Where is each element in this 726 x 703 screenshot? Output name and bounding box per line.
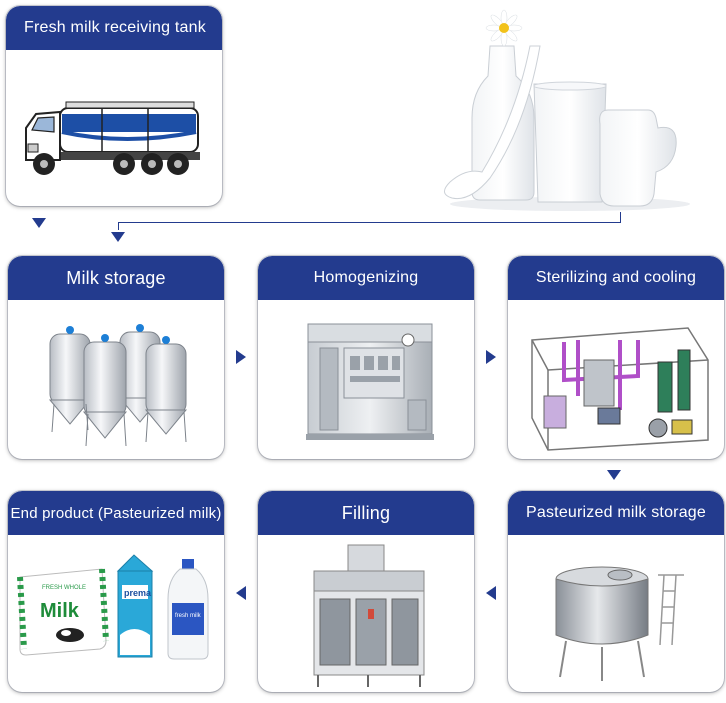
step-title: Milk storage (8, 256, 224, 300)
milk-products-image: FRESH WHOLE Milk prema fresh milk (8, 535, 224, 692)
step-milk-storage: Milk storage (8, 256, 224, 459)
step-title: End product (Pasteurized milk) (8, 491, 224, 535)
arrow-down-icon (111, 232, 125, 242)
arrow-right-icon (486, 350, 496, 364)
filling-machine-image (258, 535, 474, 692)
return-connector-drop (118, 222, 119, 230)
arrow-left-icon (236, 586, 246, 600)
bottle-brand-label: fresh milk (175, 613, 202, 619)
step-end-product: End product (Pasteurized milk) FRESH WHO… (8, 491, 224, 692)
homogenizer-image (258, 300, 474, 459)
carton-brand-label: prema (124, 588, 152, 598)
arrow-down-icon (607, 470, 621, 480)
step-title: Filling (258, 491, 474, 535)
step-filling: Filling (258, 491, 474, 692)
pouch-brand-label: Milk (40, 600, 80, 622)
step-pasteurized-milk-storage: Pasteurized milk storage (508, 491, 724, 692)
pouch-top-label: FRESH WHOLE (42, 585, 86, 591)
return-connector-line (118, 222, 621, 223)
step-title: Fresh milk receiving tank (6, 6, 222, 50)
step-title: Pasteurized milk storage (508, 491, 724, 535)
storage-tanks-image (8, 300, 224, 459)
step-sterilizing-and-cooling: Sterilizing and cooling (508, 256, 724, 459)
step-fresh-milk-receiving-tank: Fresh milk receiving tank (6, 6, 222, 206)
milk-glassware-image (430, 6, 700, 211)
pasteurized-tank-image (508, 535, 724, 692)
arrow-left-icon (486, 586, 496, 600)
arrow-right-icon (236, 350, 246, 364)
sterilizer-image (508, 300, 724, 459)
step-homogenizing: Homogenizing (258, 256, 474, 459)
arrow-down-icon (32, 218, 46, 228)
step-title: Sterilizing and cooling (508, 256, 724, 300)
step-title: Homogenizing (258, 256, 474, 300)
tanker-truck-image (6, 50, 222, 206)
return-connector-vertical (620, 212, 621, 223)
